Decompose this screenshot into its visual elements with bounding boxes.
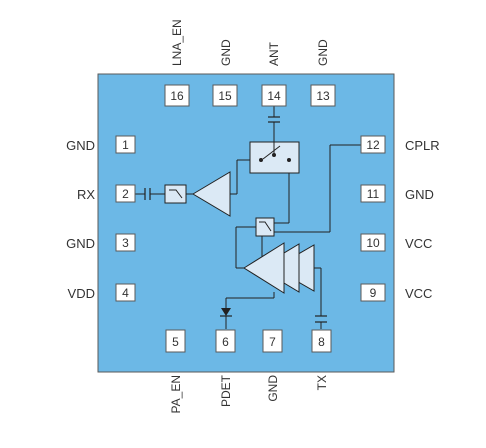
filter-icon [255,217,275,237]
package-body [97,73,395,373]
pin-label-9: VCC [405,286,432,301]
pin-label-3: GND [66,236,95,251]
pin-number: 7 [269,335,276,349]
pin-pad-10: 10 [360,233,386,252]
pin-pad-11: 11 [360,184,386,203]
spdt-switch-icon [249,141,300,174]
pin-number: 8 [318,335,325,349]
pin-label-1: GND [66,138,95,153]
pin-pad-6: 6 [215,329,236,353]
pin-number: 14 [267,89,281,103]
pin-pad-9: 9 [360,283,386,302]
pin-pad-7: 7 [262,329,283,353]
pin-pad-12: 12 [360,135,386,154]
pin-label-11: GND [405,187,434,202]
pin-pad-8: 8 [311,329,332,353]
power-amplifier-icon [243,242,315,294]
pin-label-15: GND [219,39,233,66]
pin-pad-5: 5 [165,329,186,353]
pin-label-14: ANT [267,41,281,66]
pin-number: 3 [122,236,129,250]
pin-number: 4 [122,286,129,300]
pin-number: 16 [170,89,184,103]
wiring [135,106,361,329]
pin-pad-15: 15 [212,84,238,107]
pin-number: 10 [366,236,380,250]
pin-label-6: PDET [219,374,233,407]
pin-label-16: LNA_EN [170,19,184,66]
pin-label-7: GND [266,375,280,402]
lna-amplifier-icon [192,171,231,217]
pin-number: 9 [370,286,377,300]
pin-label-12: CPLR [405,138,440,153]
capacitor-icon [144,188,151,200]
pin-number: 11 [367,187,380,201]
pin-pad-16: 16 [164,84,190,107]
diode-icon [220,308,232,317]
capacitor-icon [315,315,327,323]
pin-label-5: PA_EN [169,375,183,413]
pin-label-13: GND [316,39,330,66]
pin-label-8: TX [315,375,329,390]
filter-icon [164,184,187,204]
pin-number: 5 [172,335,179,349]
pin-number: 6 [222,335,229,349]
pin-pad-1: 1 [115,135,136,154]
pin-label-10: VCC [405,236,432,251]
pin-pad-13: 13 [310,84,336,107]
pin-label-4: VDD [68,286,95,301]
pin-number: 12 [366,138,380,152]
pin-label-2: RX [77,187,95,202]
pin-number: 15 [218,89,232,103]
pin-number: 1 [122,138,129,152]
capacitor-icon [268,116,280,123]
pin-pad-4: 4 [115,283,136,302]
pin-pad-2: 2 [115,184,136,203]
pin-pad-14: 14 [261,84,287,107]
pin-number: 13 [316,89,330,103]
pin-number: 2 [122,187,129,201]
pin-pad-3: 3 [115,233,136,252]
